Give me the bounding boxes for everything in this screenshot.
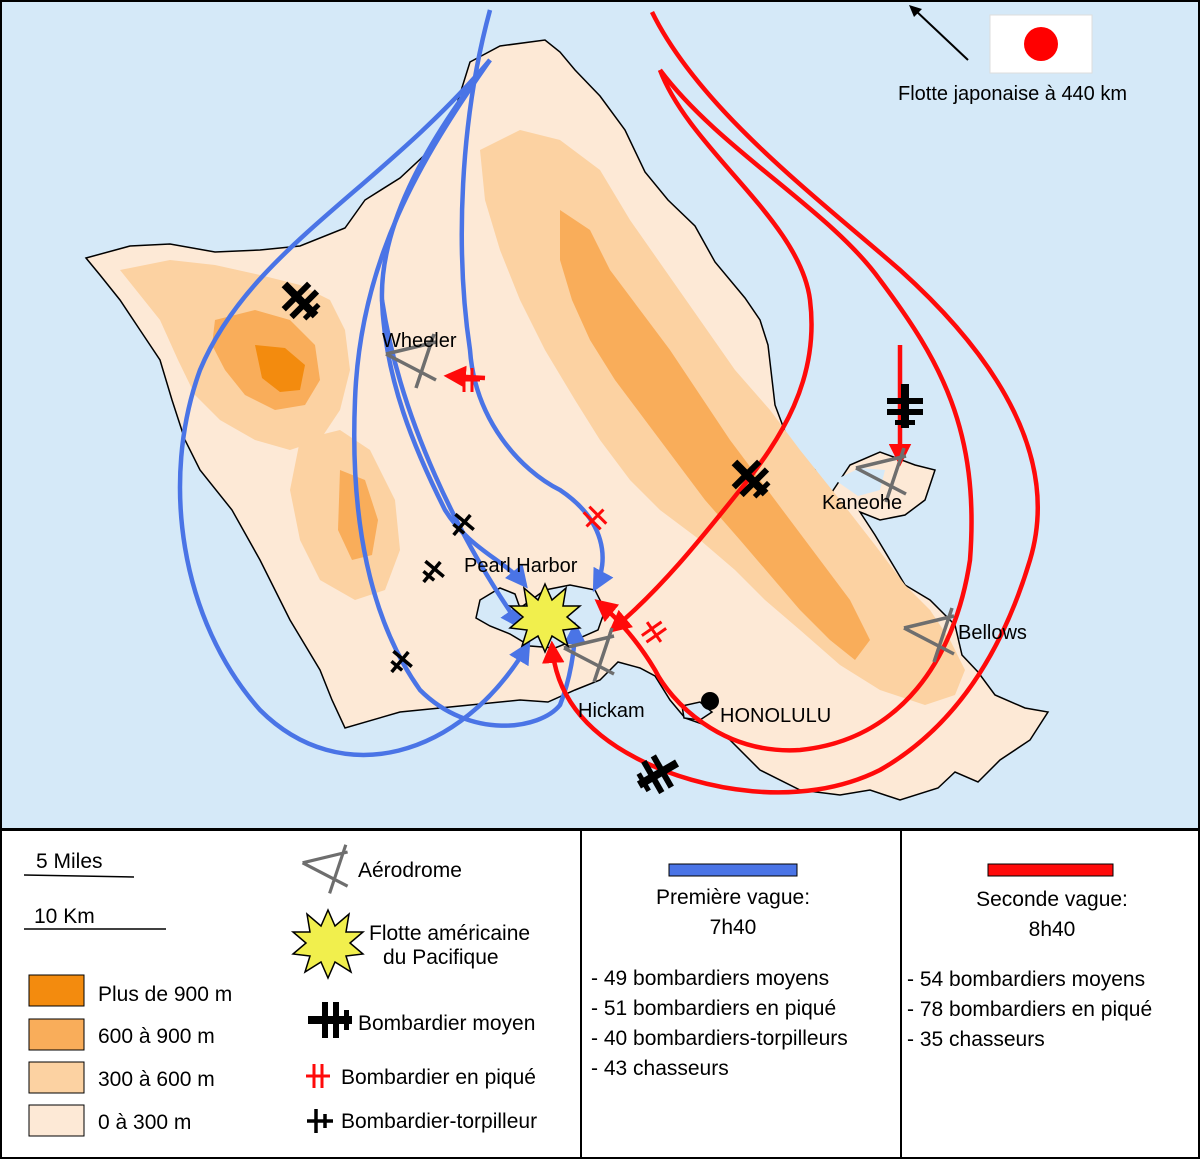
japanese-fleet-note: Flotte japonaise à 440 km <box>898 5 1127 105</box>
elevation-label: 0 à 300 m <box>98 1111 191 1134</box>
second-wave-route-kaneohe <box>608 69 814 633</box>
map-area: Wheeler Kaneohe Pearl Harbor Bellows Hic… <box>0 0 1200 830</box>
fleet-distance-label: Flotte japonaise à 440 km <box>898 83 1127 105</box>
us-fleet-explosion-icon <box>507 582 583 654</box>
symbol-legend: Aérodrome Flotte américaine du Pacifique… <box>290 843 537 1135</box>
label-wheeler: Wheeler <box>382 330 457 352</box>
second-wave-route-wheeler <box>443 365 486 389</box>
explosion-icon <box>290 908 366 980</box>
swatch-0-300 <box>28 1104 85 1137</box>
label-kaneohe: Kaneohe <box>822 492 902 514</box>
second-wave-route-inner <box>594 68 974 753</box>
second-wave-routes <box>443 11 1040 795</box>
fleet-legend-label: Flotte américaine <box>369 922 530 945</box>
scale-miles-bar <box>23 874 135 878</box>
first-wave-route-west <box>177 58 531 758</box>
second-wave-item: - 54 bombardiers moyens <box>907 968 1145 991</box>
first-wave-time: 7h40 <box>710 916 757 939</box>
torpedo-bomber-label: Bombardier-torpilleur <box>341 1110 537 1133</box>
honolulu-city-marker <box>701 692 719 710</box>
first-wave-item: - 49 bombardiers moyens <box>591 967 829 990</box>
elevation-label: 300 à 600 m <box>98 1068 215 1091</box>
second-wave-item: - 78 bombardiers en piqué <box>907 998 1152 1021</box>
first-wave-route-inner <box>379 299 523 630</box>
first-wave-item: - 51 bombardiers en piqué <box>591 997 836 1020</box>
first-wave-color-bar <box>668 863 798 877</box>
swatch-900-plus <box>28 974 85 1007</box>
second-wave-time: 8h40 <box>1029 918 1076 941</box>
medium-bomber-label: Bombardier moyen <box>358 1012 535 1035</box>
swatch-600-900 <box>28 1018 85 1051</box>
label-honolulu: HONOLULU <box>720 705 831 727</box>
first-wave-routes <box>177 9 614 758</box>
elevation-900-plus <box>255 345 305 392</box>
fleet-legend-label: du Pacifique <box>383 946 499 969</box>
first-wave-legend: Première vague: 7h40 - 49 bombardiers mo… <box>591 863 848 1080</box>
scale-km-label: 10 Km <box>34 905 95 928</box>
legend-frame <box>0 829 1200 1159</box>
label-hickam: Hickam <box>578 700 645 722</box>
first-wave-title: Première vague: <box>656 886 810 909</box>
first-wave-route-harbor <box>379 58 528 589</box>
dive-bomber-label: Bombardier en piqué <box>341 1066 536 1089</box>
fleet-direction-arrowhead-icon <box>909 5 922 17</box>
legend: 5 Miles 10 Km Plus de 900 m 600 à 900 m … <box>0 829 1200 1159</box>
elevation-label: 600 à 900 m <box>98 1025 215 1048</box>
second-wave-color-bar <box>987 863 1114 877</box>
fleet-direction-arrow-icon <box>914 9 969 61</box>
elevation-legend: Plus de 900 m 600 à 900 m 300 à 600 m 0 … <box>28 974 232 1137</box>
swatch-300-600 <box>28 1061 85 1094</box>
label-bellows: Bellows <box>958 622 1027 644</box>
japan-flag-disc <box>1024 27 1058 61</box>
scale-miles-label: 5 Miles <box>36 850 103 873</box>
second-wave-route-outer <box>541 11 1040 795</box>
second-wave-title: Seconde vague: <box>976 888 1128 911</box>
label-pearl-harbor: Pearl Harbor <box>464 555 578 577</box>
first-wave-route-wheeler <box>459 9 614 592</box>
first-wave-item: - 43 chasseurs <box>591 1057 729 1080</box>
scale-bar: 5 Miles 10 Km <box>23 850 166 930</box>
second-wave-legend: Seconde vague: 8h40 - 54 bombardiers moy… <box>907 863 1152 1051</box>
first-wave-item: - 40 bombardiers-torpilleurs <box>591 1027 848 1050</box>
elevation-label: Plus de 900 m <box>98 983 232 1006</box>
second-wave-item: - 35 chasseurs <box>907 1028 1045 1051</box>
airfield-legend-label: Aérodrome <box>358 859 462 882</box>
